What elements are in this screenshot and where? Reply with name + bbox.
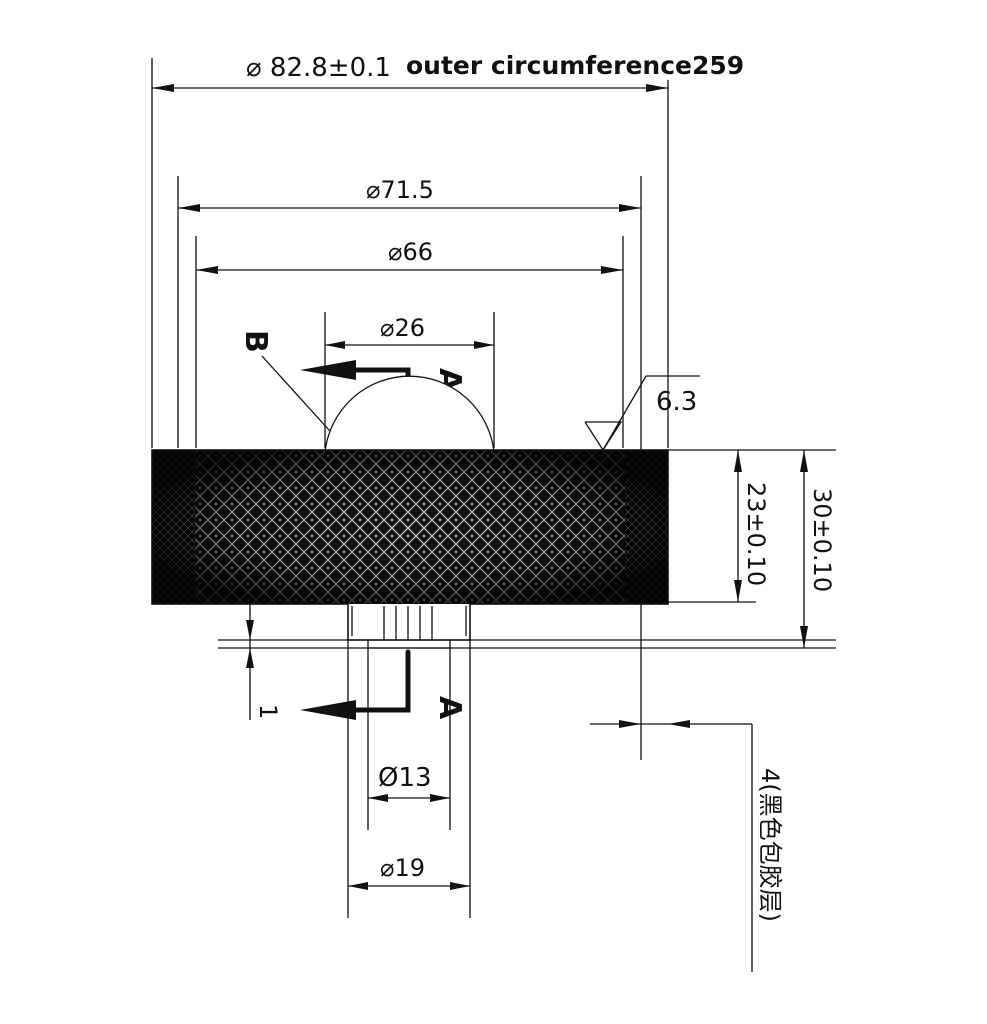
surface-roughness-symbol xyxy=(584,375,700,452)
dim-width-30 xyxy=(800,450,808,648)
dim-diameter-13 xyxy=(367,648,451,830)
outer-circumference-label: outer circumference259 xyxy=(406,51,744,80)
section-cut-bottom xyxy=(300,649,411,720)
dim-outer-diameter xyxy=(151,58,669,448)
dim-offset-1 xyxy=(246,604,254,720)
diameter-13-label: Ø13 xyxy=(378,763,432,793)
detail-b-leader xyxy=(261,355,339,441)
wheel-body xyxy=(151,375,669,605)
roughness-label: 6.3 xyxy=(656,387,697,417)
width-23-label: 23±0.10 xyxy=(742,482,770,586)
width-30-label: 30±0.10 xyxy=(808,488,836,592)
dim-width-23 xyxy=(734,450,742,602)
hub xyxy=(347,604,471,649)
offset-1-label: 1 xyxy=(254,704,282,719)
detail-label-b: B xyxy=(238,330,273,353)
dim-diameter-19 xyxy=(347,640,471,918)
coating-label: 4(黑色包胶层) xyxy=(756,768,784,922)
reference-lines xyxy=(218,449,836,649)
dim-coating-layer xyxy=(590,720,753,972)
outer-diameter-label: ⌀ 82.8±0.1 xyxy=(246,53,391,83)
diameter-66-label: ⌀66 xyxy=(388,238,433,266)
diameter-71-5-label: ⌀71.5 xyxy=(366,176,434,204)
diameter-26-label: ⌀26 xyxy=(380,314,425,342)
diameter-19-label: ⌀19 xyxy=(380,854,425,882)
dim-diameter-66 xyxy=(195,236,624,448)
